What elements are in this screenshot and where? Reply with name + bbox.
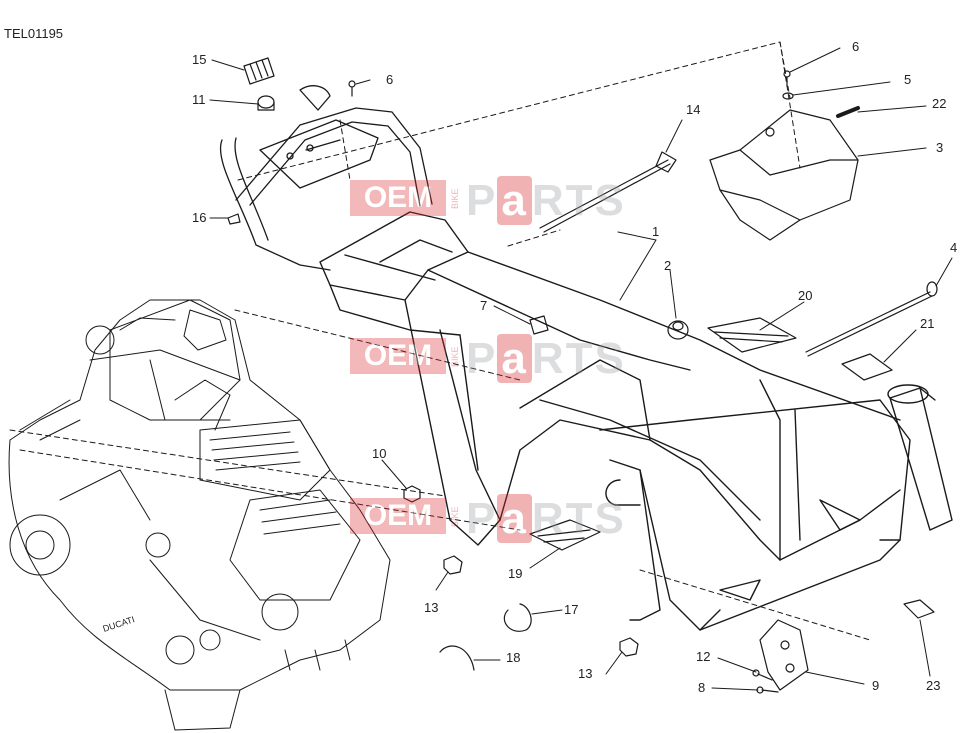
callout-6-top: 6 (852, 39, 859, 54)
callout-16: 16 (192, 210, 206, 225)
rear-subframe (219, 85, 433, 271)
engine-assembly (8, 299, 391, 731)
assembly-guide-lines (9, 41, 871, 641)
watermark-middle: OEM BIKE PaRTS (350, 334, 640, 383)
watermark-top: OEM BIKE PaRTS (350, 176, 640, 225)
leader-lines (209, 47, 953, 691)
callout-2: 2 (664, 258, 671, 273)
callout-8: 8 (698, 680, 705, 695)
callout-7: 7 (480, 298, 487, 313)
callout-18: 18 (506, 650, 520, 665)
engine-brand-logo: DUCATI (102, 614, 136, 634)
callout-17: 17 (564, 602, 578, 617)
callout-14: 14 (686, 102, 700, 117)
callout-21: 21 (920, 316, 934, 331)
callout-4: 4 (950, 240, 957, 255)
callout-1: 1 (652, 224, 659, 239)
reference-code: TEL01195 (4, 26, 64, 41)
small-parts (227, 57, 938, 694)
callout-20: 20 (798, 288, 812, 303)
callout-13-left: 13 (424, 600, 438, 615)
callout-9: 9 (872, 678, 879, 693)
callout-3: 3 (936, 140, 943, 155)
callout-15: 15 (192, 52, 206, 67)
callout-11: 11 (192, 92, 206, 107)
main-frame (319, 211, 953, 631)
callout-22: 22 (932, 96, 946, 111)
callout-13-right: 13 (578, 666, 592, 681)
callout-6-left: 6 (386, 72, 393, 87)
watermark-bottom: OEM BIKE PaRTS (350, 494, 640, 543)
callout-labels: 1 2 3 4 5 6 6 7 8 9 10 11 12 13 13 14 15… (102, 39, 958, 695)
callout-19: 19 (508, 566, 522, 581)
callout-23: 23 (926, 678, 940, 693)
callout-5: 5 (904, 72, 911, 87)
callout-12: 12 (696, 649, 710, 664)
callout-10: 10 (372, 446, 386, 461)
